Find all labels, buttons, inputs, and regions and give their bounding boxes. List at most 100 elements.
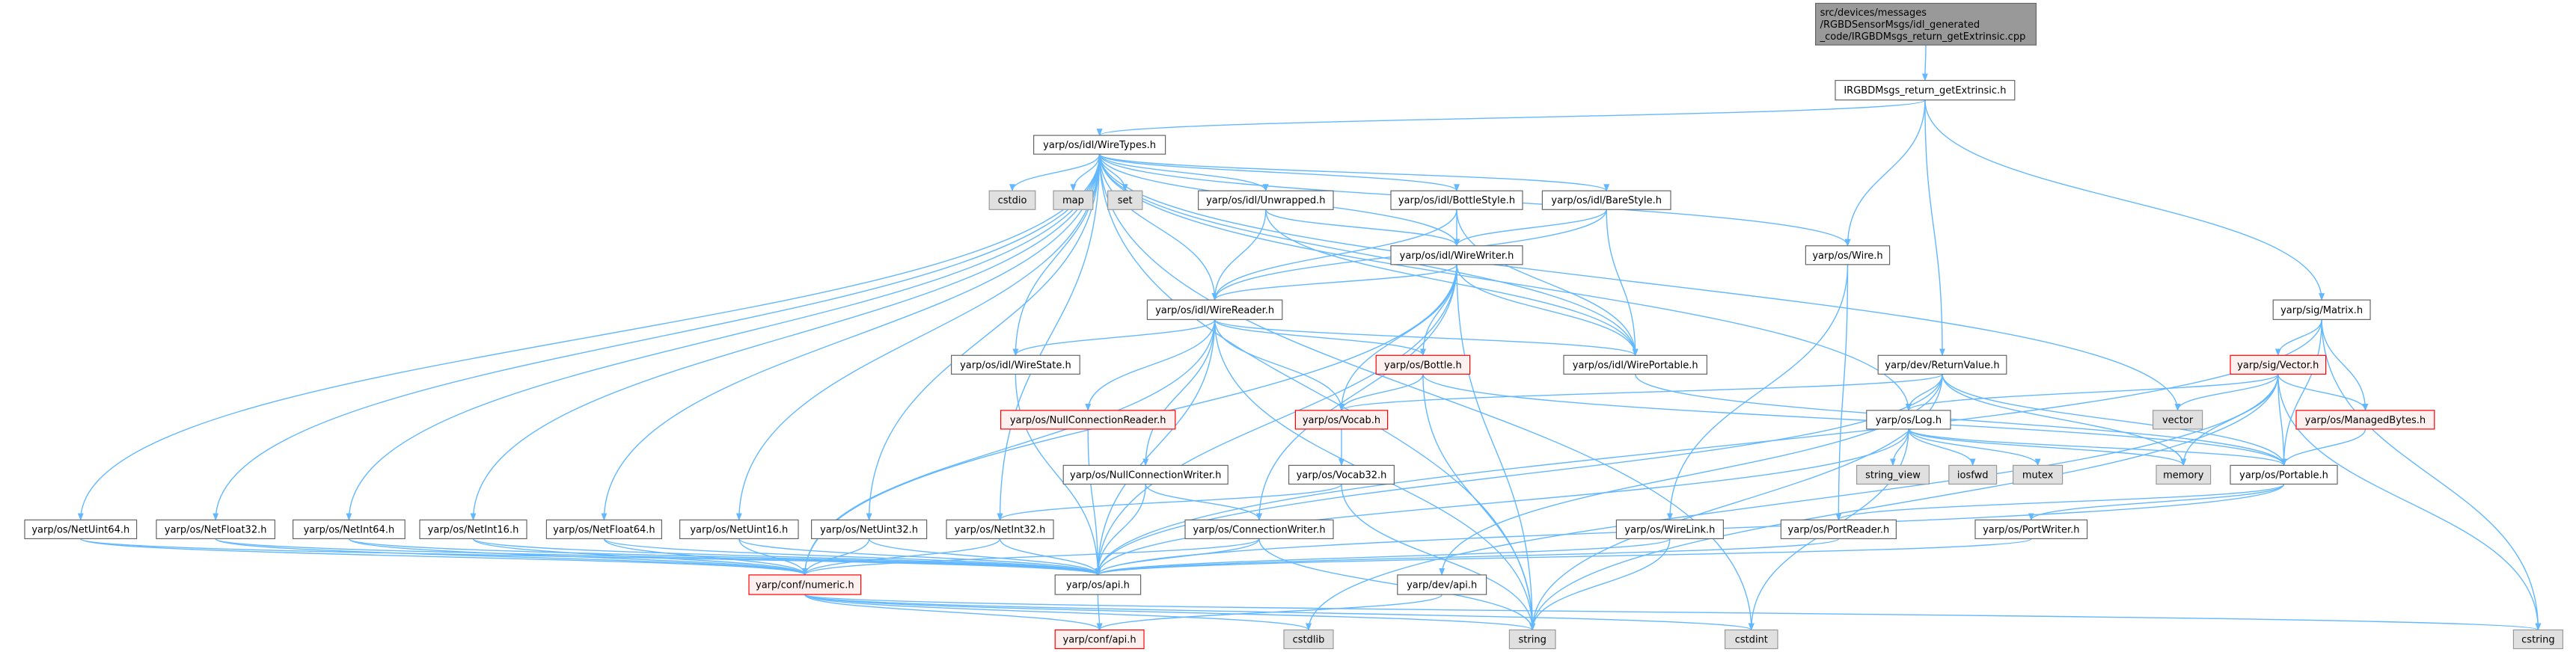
edge-returnvalue-to-vocab: [1339, 373, 1943, 411]
node-netfloat64[interactable]: yarp/os/NetFloat64.h: [545, 519, 663, 540]
node-devapi[interactable]: yarp/dev/api.h: [1397, 574, 1487, 595]
node-label: cstring: [2521, 635, 2554, 646]
node-matrix[interactable]: yarp/sig/Matrix.h: [2272, 299, 2371, 320]
node-vocab32[interactable]: yarp/os/Vocab32.h: [1288, 464, 1395, 485]
node-label: yarp/os/Vocab32.h: [1297, 470, 1387, 481]
edge-managedbytes-to-portable: [2280, 428, 2367, 467]
node-nullconnreader[interactable]: yarp/os/NullConnectionReader.h: [1000, 410, 1176, 430]
node-bottle[interactable]: yarp/os/Bottle.h: [1375, 354, 1471, 375]
edge-wiretypes-to-cstdio: [1009, 153, 1101, 192]
edge-netfloat64-to-numeric: [603, 538, 808, 576]
node-numeric[interactable]: yarp/conf/numeric.h: [748, 574, 862, 595]
edge-portreader-to-osapi: [1095, 538, 1840, 576]
node-wiretypes[interactable]: yarp/os/idl/WireTypes.h: [1032, 135, 1166, 155]
node-label: yarp/os/NetInt64.h: [304, 524, 395, 535]
edge-irgbd-to-wiretypes: [1097, 99, 1926, 137]
node-portreader[interactable]: yarp/os/PortReader.h: [1780, 519, 1897, 540]
edge-wiretypes-to-log: [1098, 154, 1912, 411]
node-portable[interactable]: yarp/os/Portable.h: [2230, 464, 2338, 485]
edge-wirereader-to-nullconnwriter: [1142, 319, 1216, 467]
node-vector[interactable]: vector: [2153, 410, 2203, 430]
node-label: yarp/dev/api.h: [1407, 580, 1477, 591]
node-netuint32[interactable]: yarp/os/NetUint32.h: [810, 519, 928, 540]
edge-wiretypes-to-vector: [1098, 154, 2181, 411]
node-barestyle[interactable]: yarp/os/idl/BareStyle.h: [1541, 190, 1671, 210]
node-box: [1877, 354, 2007, 375]
node-box: [1974, 519, 2088, 540]
node-wirelink[interactable]: yarp/os/WireLink.h: [1615, 519, 1724, 540]
node-box: [810, 519, 928, 540]
node-wireportable[interactable]: yarp/os/idl/WirePortable.h: [1563, 354, 1707, 375]
node-box: [1541, 190, 1671, 210]
node-irgbd[interactable]: IRGBDMsgs_return_getExtrinsic.h: [1835, 79, 2016, 101]
node-root[interactable]: src/devices/messages/RGBDSensorMsgs/idl_…: [1815, 2, 2037, 46]
edge-irgbd-to-returnvalue: [1924, 99, 1945, 357]
node-box: [1062, 464, 1229, 485]
edge-connwriter-to-osapi: [1095, 538, 1260, 576]
node-cstring[interactable]: cstring: [2512, 629, 2563, 650]
node-netuint16[interactable]: yarp/os/NetUint16.h: [679, 519, 799, 540]
edge-log-to-iosfwd: [1908, 428, 1976, 467]
edge-wiretypes-to-bottlestyle: [1098, 153, 1460, 192]
edge-bottle-to-vocab: [1339, 374, 1424, 411]
node-cstdint[interactable]: cstdint: [1725, 629, 1778, 650]
edge-wirewriter-to-wireportable: [1456, 264, 1639, 357]
node-label: yarp/os/idl/BareStyle.h: [1551, 195, 1662, 206]
node-confapi[interactable]: yarp/conf/api.h: [1054, 629, 1145, 650]
edge-netfloat32-to-osapi: [215, 538, 1101, 576]
node-string_view[interactable]: string_view: [1856, 464, 1930, 485]
node-label: map: [1062, 195, 1084, 206]
node-box: [2230, 464, 2338, 485]
node-label: /RGBDSensorMsgs/idl_generated: [1820, 19, 1980, 31]
node-set[interactable]: set: [1107, 190, 1143, 210]
edge-wiretypes-to-netuint16: [735, 154, 1101, 521]
node-cstdlib[interactable]: cstdlib: [1283, 629, 1334, 650]
edge-wiretypes-to-netfloat32: [212, 154, 1101, 521]
node-netfloat32[interactable]: yarp/os/NetFloat32.h: [156, 519, 275, 540]
edge-barestyle-to-wirewriter: [1454, 209, 1607, 247]
edge-irgbd-to-wire: [1844, 99, 1926, 247]
node-mutex[interactable]: mutex: [2013, 464, 2063, 485]
node-netuint64[interactable]: yarp/os/NetUint64.h: [24, 519, 138, 540]
node-wirewriter[interactable]: yarp/os/idl/WireWriter.h: [1390, 245, 1523, 265]
node-string[interactable]: string: [1508, 629, 1556, 650]
node-box: [2230, 354, 2327, 375]
node-netint16[interactable]: yarp/os/NetInt16.h: [419, 519, 527, 540]
node-nullconnwriter[interactable]: yarp/os/NullConnectionWriter.h: [1062, 464, 1229, 485]
node-returnvalue[interactable]: yarp/dev/ReturnValue.h: [1877, 354, 2007, 375]
node-label: string: [1519, 635, 1546, 646]
node-log[interactable]: yarp/os/Log.h: [1866, 410, 1951, 430]
node-map[interactable]: map: [1053, 190, 1094, 210]
node-memory[interactable]: memory: [2156, 464, 2212, 485]
edge-connwriter-to-numeric: [802, 538, 1260, 576]
edge-osapi-to-confapi: [1096, 594, 1103, 631]
node-netint32[interactable]: yarp/os/NetInt32.h: [946, 519, 1054, 540]
node-box: [950, 354, 1080, 375]
node-connwriter[interactable]: yarp/os/ConnectionWriter.h: [1184, 519, 1334, 540]
edge-wiretypes-to-wirereader: [1098, 154, 1218, 301]
edge-log-to-memory: [1908, 428, 2187, 467]
node-bottlestyle[interactable]: yarp/os/idl/BottleStyle.h: [1390, 190, 1523, 210]
edge-wirereader-to-bottle: [1214, 319, 1426, 357]
node-box: [1032, 135, 1166, 155]
node-netint64[interactable]: yarp/os/NetInt64.h: [293, 519, 406, 540]
node-iosfwd[interactable]: iosfwd: [1948, 464, 1998, 485]
edge-wirewriter-to-string: [1456, 264, 1536, 631]
node-label: cstdint: [1735, 635, 1768, 646]
node-wire[interactable]: yarp/os/Wire.h: [1805, 245, 1891, 265]
node-box: [1805, 245, 1891, 265]
node-portwriter[interactable]: yarp/os/PortWriter.h: [1974, 519, 2088, 540]
node-osapi[interactable]: yarp/os/api.h: [1054, 574, 1142, 595]
edge-unwrapped-to-wirewriter: [1265, 209, 1460, 247]
edge-netuint16-to-osapi: [738, 538, 1101, 576]
node-wirestate[interactable]: yarp/os/idl/WireState.h: [950, 354, 1080, 375]
node-wirereader[interactable]: yarp/os/idl/WireReader.h: [1146, 299, 1283, 320]
node-vocab[interactable]: yarp/os/Vocab.h: [1294, 410, 1389, 430]
edge-returnvalue-to-portable: [1942, 374, 2287, 467]
node-managedbytes[interactable]: yarp/os/ManagedBytes.h: [2295, 410, 2435, 430]
node-unwrapped[interactable]: yarp/os/idl/Unwrapped.h: [1197, 190, 1334, 210]
edge-wirelink-to-string: [1529, 538, 1671, 631]
node-vector_h[interactable]: yarp/sig/Vector.h: [2230, 354, 2327, 375]
node-cstdio[interactable]: cstdio: [988, 190, 1036, 210]
node-box: [545, 519, 663, 540]
